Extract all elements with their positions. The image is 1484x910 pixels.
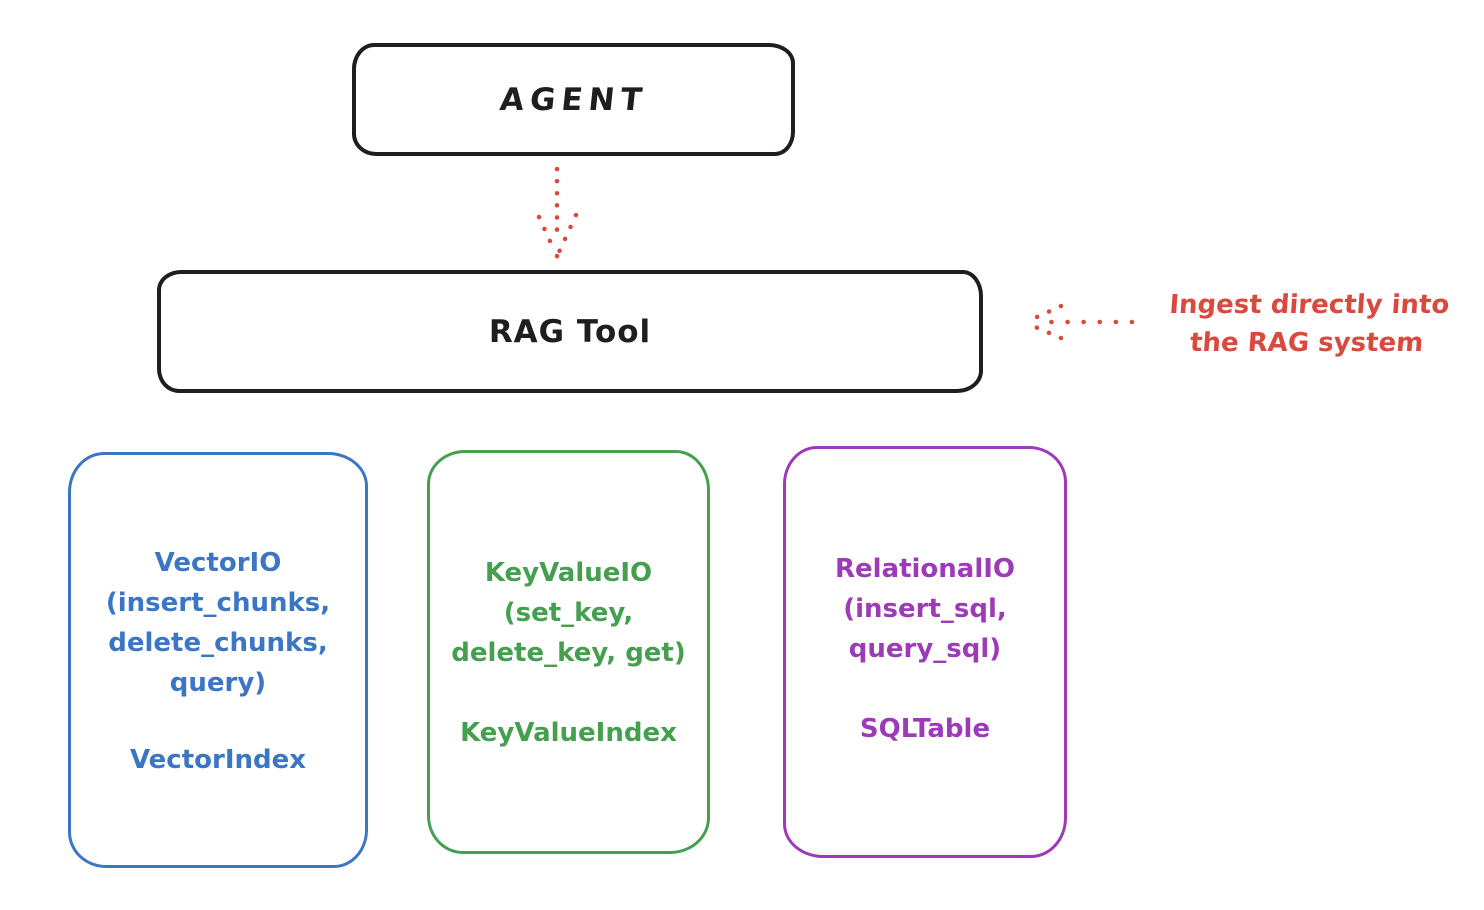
card-line: VectorIO — [154, 548, 282, 578]
card-line: delete_chunks, — [108, 628, 328, 658]
key-value-io-title: KeyValueIO (set_key, delete_key, get) — [430, 453, 707, 673]
vector-io-card: VectorIO (insert_chunks, delete_chunks, … — [68, 452, 368, 868]
agent-label: AGENT — [497, 81, 650, 118]
card-line: KeyValueIO — [484, 558, 653, 588]
card-line: delete_key, get) — [451, 638, 686, 668]
card-line: RelationalIO — [834, 554, 1016, 584]
card-line: query) — [169, 668, 267, 698]
ingest-annotation: Ingest directly into the RAG system — [1137, 286, 1478, 362]
card-line: query_sql) — [848, 634, 1002, 664]
relational-io-card: RelationalIO (insert_sql, query_sql) SQL… — [783, 446, 1067, 858]
ingest-annotation-line2: the RAG system — [1189, 328, 1425, 358]
ingest-annotation-line1: Ingest directly into — [1168, 290, 1451, 320]
card-line: (set_key, — [503, 598, 634, 628]
key-value-io-card: KeyValueIO (set_key, delete_key, get) Ke… — [427, 450, 710, 854]
sql-table-label: SQLTable — [859, 714, 991, 744]
ingest-arrow-icon — [1023, 303, 1135, 341]
agent-to-rag-arrow-icon — [536, 166, 579, 259]
key-value-index-label: KeyValueIndex — [460, 718, 677, 748]
agent-node: AGENT — [352, 43, 795, 156]
card-line: (insert_chunks, — [105, 588, 331, 618]
rag-tool-node: RAG Tool — [157, 270, 983, 393]
vector-io-title: VectorIO (insert_chunks, delete_chunks, … — [71, 455, 365, 703]
rag-tool-label: RAG Tool — [488, 313, 652, 350]
card-line: (insert_sql, — [843, 594, 1007, 624]
vector-index-label: VectorIndex — [129, 745, 307, 775]
relational-io-title: RelationalIO (insert_sql, query_sql) — [786, 449, 1064, 669]
